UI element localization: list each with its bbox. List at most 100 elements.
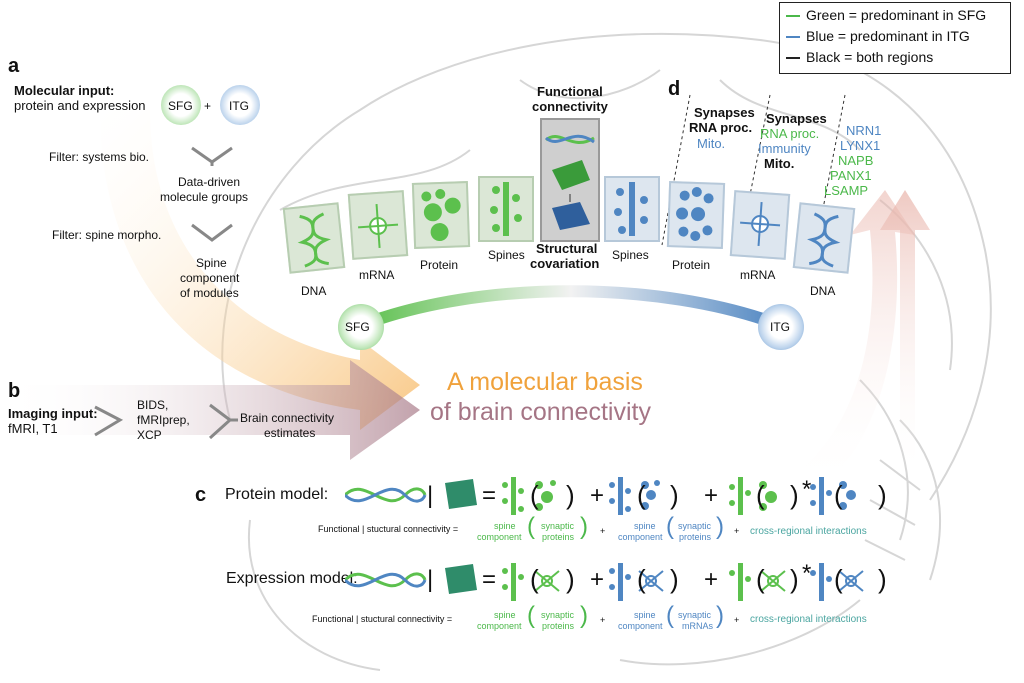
spine-icon-formula: [502, 477, 524, 515]
syn-4a: synaptic: [678, 610, 712, 620]
structural-line2: covariation: [530, 256, 600, 271]
main-title-line2: of brain connectivity: [430, 398, 651, 426]
d-col2-blue: Immunity: [758, 141, 811, 156]
card-label-spines-right: Spines: [612, 248, 649, 262]
paren-open-7: (: [756, 564, 765, 594]
paren-l-4: (: [666, 602, 674, 629]
mrna-icon: [358, 203, 399, 249]
plus-sign: +: [204, 99, 212, 113]
spine-comp-4b: component: [618, 621, 663, 631]
legend-black-text: Black = both regions: [806, 49, 934, 65]
formula-lhs-row1: Functional | stuctural connectivity =: [318, 524, 459, 534]
tools-line3: XCP: [137, 428, 162, 442]
card-label-protein-left: Protein: [420, 258, 459, 272]
sfg-node-label: SFG: [345, 320, 370, 334]
sfg-ball: [161, 85, 201, 125]
card-spines-right: [604, 176, 660, 242]
itg-node-label: ITG: [770, 320, 790, 334]
syn-1b: proteins: [542, 532, 575, 542]
card-dna-right: [792, 202, 856, 274]
plus-small-1: +: [600, 526, 606, 536]
paren-l-1: (: [527, 513, 535, 540]
times-row1: *: [802, 476, 812, 503]
syn-3a: synaptic: [541, 610, 575, 620]
imaging-input-title: Imaging input:: [8, 406, 98, 421]
paren-close-3: ): [790, 480, 799, 510]
d-gene-lsamp: LSAMP: [824, 183, 869, 198]
paren-open-8: (: [834, 564, 843, 594]
spine-icon-row2-cross: [729, 563, 751, 601]
estimates-line1: Brain connectivity: [240, 411, 335, 425]
equals-row2: =: [482, 566, 497, 593]
expression-model-label: Expression model:: [226, 570, 358, 587]
panel-c-label: c: [195, 484, 207, 506]
paren-close-2: ): [670, 480, 679, 510]
groups-line1: Data-driven: [178, 175, 241, 189]
panel-b-label: b: [8, 380, 21, 402]
filter-systems-bio: Filter: systems bio.: [49, 150, 150, 164]
panel-d-label: d: [668, 78, 681, 100]
equals-row1: =: [482, 482, 497, 509]
card-spines-left: [478, 176, 534, 242]
protein-icon: [421, 189, 461, 242]
spine-comp-2a: spine: [634, 521, 656, 531]
cross-regional-2: cross-regional interactions: [750, 614, 867, 625]
d-col2-title: Synapses: [766, 111, 827, 126]
spine-comp-1b: component: [477, 532, 522, 542]
syn-2b: proteins: [679, 532, 712, 542]
mrna-icon-row2-blue: [638, 570, 664, 592]
legend-green: Green = predominant in SFG: [786, 7, 986, 23]
d-col1-title2: RNA proc.: [689, 120, 753, 135]
paren-close-7: ): [790, 564, 799, 594]
times-row2: *: [802, 560, 812, 587]
paren-close-1: ): [566, 480, 575, 510]
itg-ball-label: ITG: [229, 99, 249, 113]
bar-row2: |: [427, 566, 434, 593]
brain-blob-icon-2: [445, 564, 477, 594]
paren-open-5: (: [530, 564, 539, 594]
d-col2-green: RNA proc.: [760, 126, 820, 141]
card-mrna-left: [347, 190, 409, 260]
d-gene-napb: NAPB: [838, 153, 874, 168]
paren-open-4: (: [834, 480, 843, 510]
dna-icon-formula2: [345, 572, 427, 588]
spine-icon-formula-cross: [729, 477, 751, 515]
formula-graphics: [345, 477, 864, 601]
protein-icon-blue: [676, 187, 714, 241]
card-label-mrna-right: mRNA: [740, 268, 776, 282]
card-label-dna-left: DNA: [301, 284, 327, 298]
sfg-ball-label: SFG: [168, 99, 193, 113]
paren-open-6: (: [637, 564, 646, 594]
tools-line1: BIDS,: [137, 398, 169, 412]
syn-4b: mRNAs: [682, 621, 713, 631]
paren-l-3: (: [527, 602, 535, 629]
paren-open-2: (: [637, 480, 646, 510]
spine-icon-row2-blue: [609, 563, 631, 601]
spine-comp-4a: spine: [634, 610, 656, 620]
mrna-icon-row2-cross-blue: [838, 570, 864, 592]
card-connectivity: [540, 118, 600, 242]
mrna-icon-row2: [534, 570, 560, 592]
card-dna-left: [282, 202, 346, 274]
estimates-line2: estimates: [264, 426, 316, 440]
spine-line3: of modules: [180, 286, 239, 300]
d-gene-nrn1: NRN1: [846, 123, 882, 138]
plus-row1-a: +: [590, 482, 605, 509]
syn-2a: synaptic: [678, 521, 712, 531]
paren-r-3: ): [580, 602, 588, 629]
spine-comp-3b: component: [477, 621, 522, 631]
spine-icon-row2: [502, 563, 524, 601]
paren-close-6: ): [670, 564, 679, 594]
card-label-mrna-left: mRNA: [359, 268, 395, 282]
legend-black: Black = both regions: [786, 49, 933, 65]
sfg-node: [338, 304, 384, 350]
paren-r-1: ): [580, 513, 588, 540]
d-col1-title1: Synapses: [694, 105, 755, 120]
protein-dots-cross-green: [759, 481, 777, 511]
spine-icon-formula-blue: [609, 477, 631, 515]
paren-open-3: (: [756, 480, 765, 510]
syn-3b: proteins: [542, 621, 575, 631]
legend-box: Green = predominant in SFG Blue = predom…: [779, 2, 1011, 74]
mrna-icon-blue: [740, 201, 781, 247]
paren-r-4: ): [716, 602, 724, 629]
